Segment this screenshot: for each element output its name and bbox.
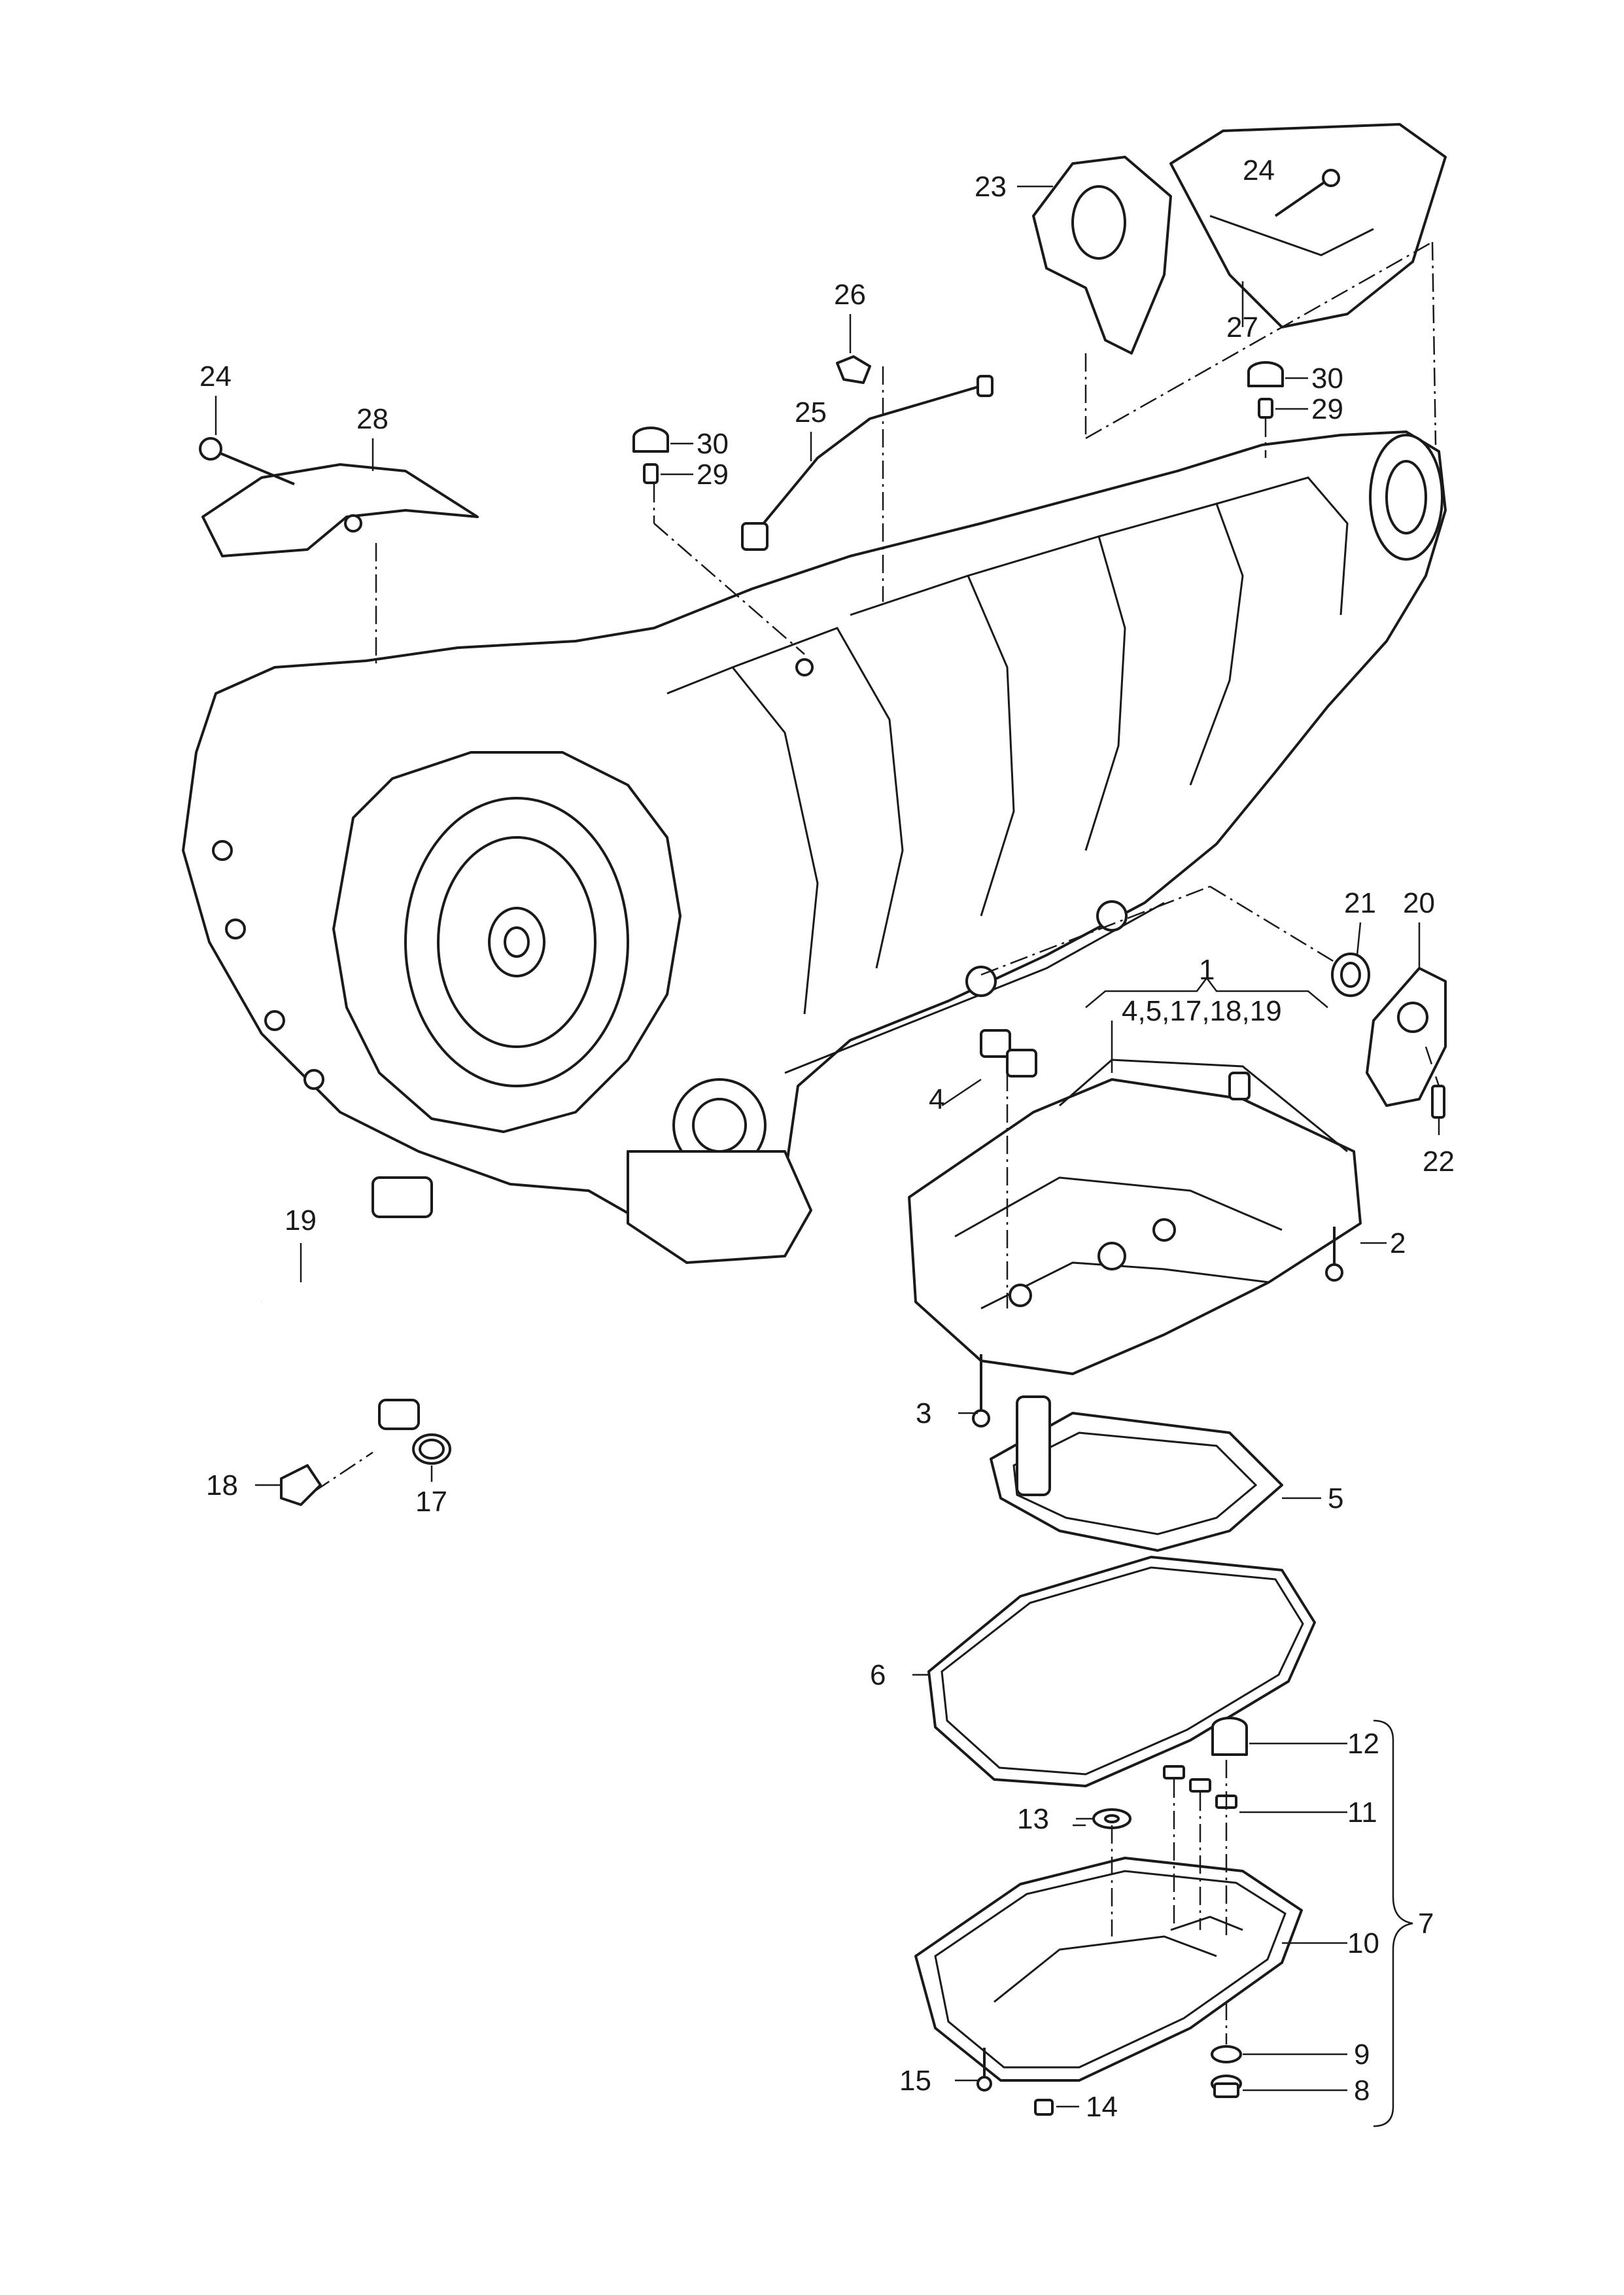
connector-4 — [980, 1029, 1037, 1077]
washer-13 — [1092, 1808, 1132, 1829]
transmission-assembly — [182, 430, 1447, 1264]
callout-labels: 1 4,5,17,18,19 2 3 4 5 6 7 8 9 10 11 12 … — [199, 154, 1455, 2123]
gasket-6 — [927, 1556, 1316, 1787]
cover-10 — [1170, 1916, 1243, 1931]
callout-27: 27 — [1226, 311, 1258, 343]
callout-7: 7 — [1418, 1908, 1434, 1940]
retaining-clip-18 — [280, 1464, 322, 1506]
callout-30-left: 30 — [697, 428, 729, 460]
mechatronic-unit — [908, 1059, 1362, 1375]
callout-4: 4 — [929, 1083, 944, 1115]
callout-12: 12 — [1347, 1728, 1379, 1760]
callout-17: 17 — [415, 1486, 447, 1518]
heat-shield-left — [201, 463, 479, 557]
bolt-15 — [976, 2048, 992, 2092]
callout-13: 13 — [1017, 1803, 1049, 1835]
callout-29-left: 29 — [697, 459, 729, 491]
drain-plug-8 — [1211, 2075, 1242, 2098]
callout-3: 3 — [916, 1397, 931, 1429]
seal-21 — [1331, 953, 1370, 997]
seal-9 — [1211, 2045, 1242, 2063]
o-ring-17 — [412, 1433, 451, 1465]
callout-24-left: 24 — [199, 360, 232, 393]
callout-10: 10 — [1347, 1927, 1379, 1959]
bolt-2 — [1325, 1227, 1343, 1282]
callout-1-group: 4,5,17,18,19 — [1122, 995, 1282, 1027]
hose-clip — [836, 355, 871, 384]
callout-30-right: 30 — [1311, 362, 1343, 394]
callout-14: 14 — [1086, 2091, 1118, 2123]
assembly-guide-lines — [313, 241, 1440, 2044]
callout-21: 21 — [1344, 887, 1376, 919]
leader-lines — [215, 185, 1440, 2128]
callout-9: 9 — [1354, 2039, 1370, 2071]
plug-29-right — [1258, 398, 1273, 419]
plug-12 — [1211, 1717, 1248, 1756]
oil-pan — [914, 1857, 1303, 2082]
callout-26: 26 — [834, 279, 866, 311]
bolt-24-right — [1274, 169, 1340, 217]
callout-5: 5 — [1328, 1482, 1343, 1515]
breather-hose — [741, 375, 993, 551]
callout-22: 22 — [1423, 1146, 1455, 1178]
callout-23: 23 — [975, 171, 1007, 203]
filter-5 — [990, 1395, 1283, 1552]
callout-1: 1 — [1199, 954, 1215, 986]
pin-22 — [1431, 1085, 1445, 1119]
selector-lever-20 — [1366, 967, 1447, 1107]
plug-29-left — [643, 463, 659, 484]
bolt-3 — [972, 1354, 990, 1428]
gearbox-mount-bracket — [1032, 156, 1172, 355]
cap-30-right — [1247, 361, 1284, 387]
heat-shield-right — [1169, 123, 1447, 328]
bolt-14 — [1034, 2099, 1054, 2116]
callout-25: 25 — [795, 396, 827, 429]
cap-30-left — [632, 427, 669, 453]
callout-18: 18 — [206, 1469, 238, 1501]
callout-24-right: 24 — [1243, 154, 1275, 186]
callout-2: 2 — [1390, 1227, 1406, 1259]
bolt-24-left — [199, 437, 295, 485]
callout-28: 28 — [356, 403, 389, 435]
callout-19: 19 — [285, 1204, 317, 1236]
callout-20: 20 — [1403, 887, 1435, 919]
callout-29-right: 29 — [1311, 393, 1343, 425]
callout-6: 6 — [870, 1659, 886, 1691]
callout-15: 15 — [899, 2065, 931, 2097]
wiring-harness-19 — [260, 1176, 435, 1430]
callout-11: 11 — [1347, 1796, 1377, 1829]
callout-8: 8 — [1354, 2075, 1370, 2107]
